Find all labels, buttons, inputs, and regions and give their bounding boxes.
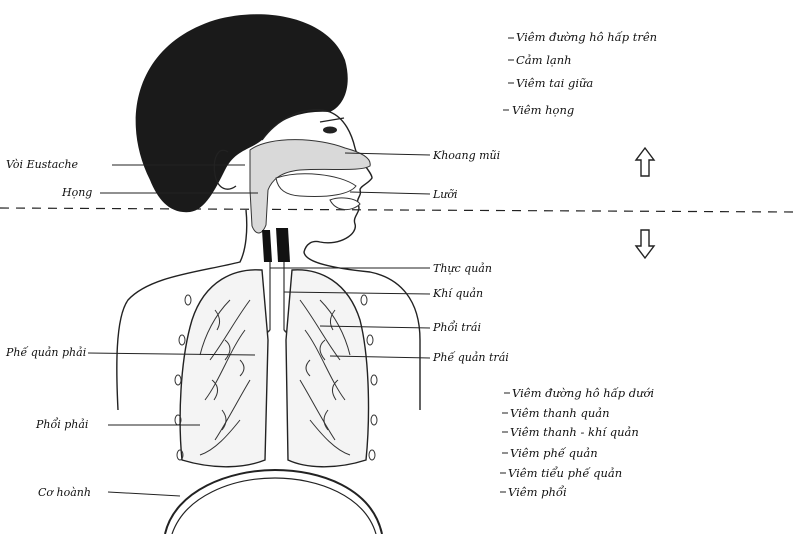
upper-note-1: Viêm đường hô hấp trên — [516, 30, 657, 44]
lower-note-6: Viêm phổi — [508, 485, 567, 499]
label-phe-quan-phai: Phế quản phải — [6, 346, 86, 359]
label-hong: Họng — [62, 186, 92, 199]
lower-note-4: Viêm phế quản — [510, 446, 598, 460]
larynx — [276, 228, 290, 262]
lower-note-3: Viêm thanh - khí quản — [510, 425, 639, 439]
label-thuc-quan: Thực quản — [433, 262, 492, 275]
label-luoi: Lưỡi — [433, 188, 458, 201]
upper-note-4: Viêm họng — [512, 103, 574, 117]
trachea — [270, 262, 284, 330]
left-lung — [286, 270, 368, 467]
divider-line — [0, 208, 793, 212]
right-lung — [180, 270, 268, 467]
lower-note-5: Viêm tiểu phế quản — [508, 466, 622, 480]
tongue — [276, 174, 356, 197]
eyebrow — [320, 118, 344, 122]
upper-note-3: Viêm tai giữa — [516, 76, 593, 90]
label-phoi-phai: Phổi phải — [36, 418, 88, 431]
lower-note-2: Viêm thanh quản — [510, 406, 610, 420]
up-arrow-icon — [634, 146, 656, 178]
label-khi-quan: Khí quản — [433, 287, 483, 300]
down-arrow-icon — [634, 228, 656, 260]
esophagus-top — [262, 230, 272, 262]
eye — [323, 127, 337, 134]
label-phe-quan-trai: Phế quản trái — [433, 351, 509, 364]
diaphragm — [165, 470, 382, 534]
label-phoi-trai: Phổi trái — [433, 321, 481, 334]
label-khoang-mui: Khoang mũi — [433, 149, 500, 162]
upper-note-2: Cảm lạnh — [516, 53, 572, 67]
label-voi-eustache: Vòi Eustache — [6, 158, 78, 171]
lower-note-1: Viêm đường hô hấp dưới — [512, 386, 654, 400]
label-co-hoanh: Cơ hoành — [38, 486, 91, 499]
lower-lip — [330, 198, 360, 210]
